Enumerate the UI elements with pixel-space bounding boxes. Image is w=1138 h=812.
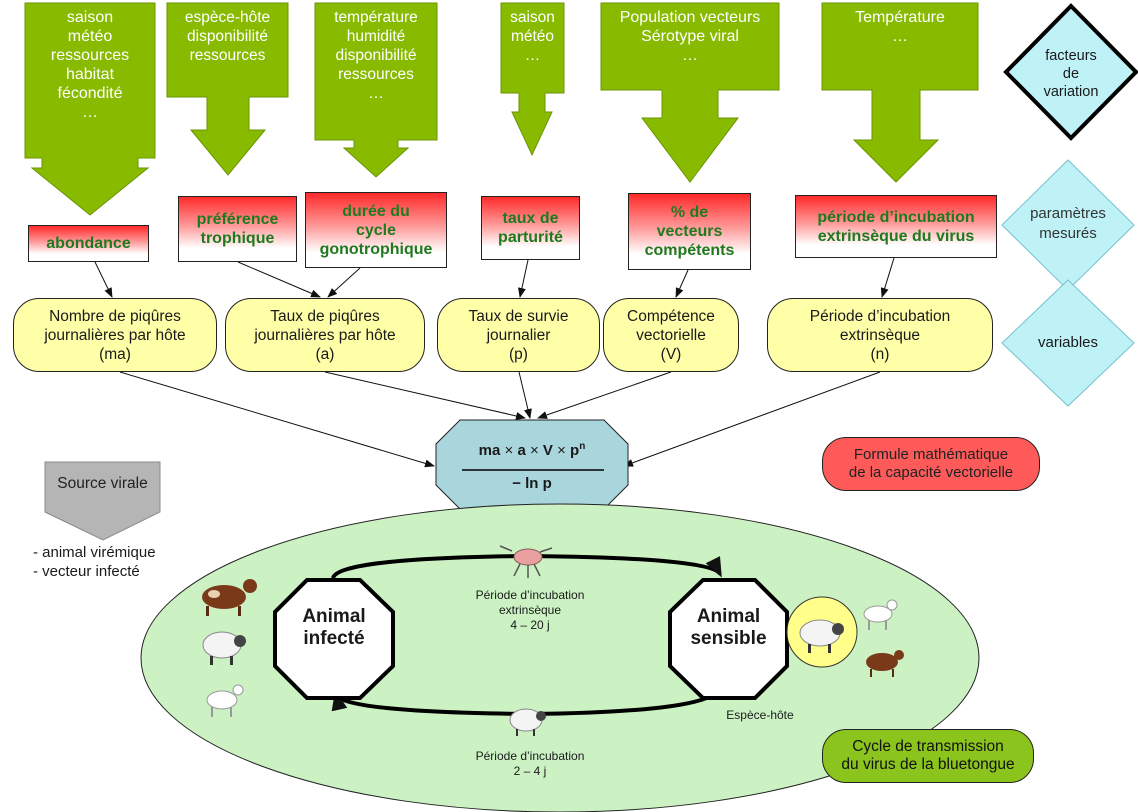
legend-parameters-label: paramètres mesurés [1030,205,1106,242]
viral-source-label: Source virale [57,475,148,492]
parameter-gonotrophic-cycle: durée du cycle gonotrophique [305,192,447,268]
cow-icon [202,579,257,616]
parameter-competent-vectors: % de vecteurs compétents [628,193,751,270]
variable-ma: Nombre de piqûres journalières par hôte … [13,298,217,372]
formula-term-p: p [570,442,580,459]
susceptible-octagon [668,578,789,700]
parameter-parity-rate: taux de parturité [481,196,580,260]
factor-6-text: Température … [855,9,945,45]
variable-formula-connectors [119,371,881,468]
sheep-icon [202,631,246,665]
factor-callout-1 [24,2,156,216]
formula-times-3: × [557,442,566,459]
factor-1-text: saison météo ressources habitat fécondit… [50,9,130,121]
parameter-variable-connectors [94,257,895,298]
parameter-abundance: abondance [28,225,149,262]
legend-diamond-variables [1001,279,1135,407]
parameter-extrinsic-incubation: période d’incubation extrinsèque du viru… [795,195,997,258]
formula-times-1: × [504,442,514,459]
factor-callout-5 [600,2,780,183]
legend-factors-label: facteurs de variation [1043,48,1099,100]
cow-icon-right [866,650,904,677]
formula-times-2: × [529,442,539,459]
formula-numerator: ma × a × V × pn [436,441,628,459]
factor-callout-2 [166,2,289,176]
formula-denominator: − ln p [512,475,552,492]
host-species-label: Espèce-hôte [726,708,794,722]
formula-term-v: V [542,442,553,459]
incubation-label: Période d’incubation 2 – 4 j [475,749,585,778]
variable-a: Taux de piqûres journalières par hôte (a… [225,298,425,372]
factor-2-text: espèce-hôte disponibilité ressources [184,9,271,64]
factor-callout-6 [821,2,979,183]
vector-midge-icon [499,545,553,578]
sheep-icon-bottom [509,708,546,736]
viral-source-shape [44,461,161,541]
goat-icon-right [863,599,898,630]
parameter-trophic-preference: préférence trophique [178,196,297,262]
variable-v: Compétence vectorielle (V) [603,298,739,372]
goat-icon [206,684,244,717]
factor-5-text: Population vecteurs Sérotype viral … [619,9,761,64]
variable-p: Taux de survie journalier (p) [437,298,600,372]
susceptible-animal-label: Animal sensible [690,606,767,649]
sheep-icon-highlight [799,619,844,653]
cycle-title: Cycle de transmission du virus de la blu… [822,729,1034,783]
legend-diamond-factors [1003,3,1138,141]
viral-source-items: - animal virémique - vecteur infecté [33,544,156,580]
formula-exponent: n [579,441,586,452]
factor-callout-4 [500,2,565,157]
formula-caption: Formule mathématique de la capacité vect… [822,437,1040,491]
variable-n: Période d’incubation extrinsèque (n) [767,298,993,372]
infected-animal-label: Animal infecté [302,606,366,649]
infected-octagon [273,578,395,700]
formula-octagon [435,419,629,510]
extrinsic-incubation-label: Période d’incubation extrinsèque 4 – 20 … [475,588,585,632]
legend-variables-label: variables [1037,334,1099,351]
factor-4-text: saison météo … [510,9,555,64]
formula-term-a: a [517,442,526,459]
factor-3-text: température humidité disponibilité resso… [334,9,418,102]
formula-term-ma: ma [478,442,501,459]
factor-callout-3 [314,2,438,178]
